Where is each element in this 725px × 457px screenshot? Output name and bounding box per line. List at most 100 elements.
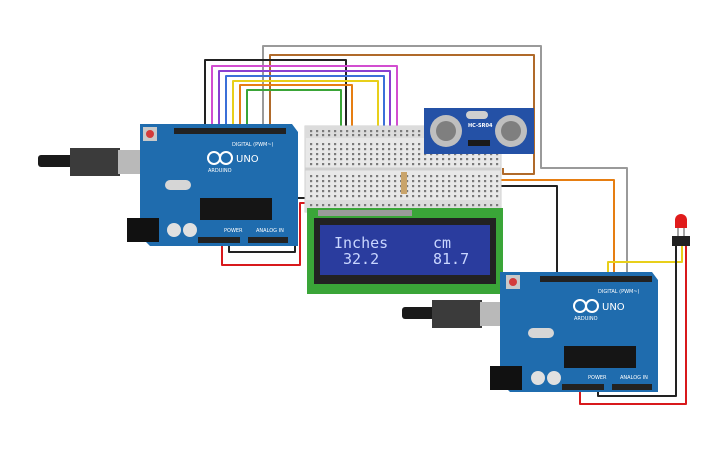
hc-sr04-sensor[interactable]: HC-SR04: [424, 108, 534, 154]
breadboard-hole[interactable]: [472, 158, 475, 161]
breadboard-hole[interactable]: [478, 158, 481, 161]
breadboard-hole[interactable]: [358, 175, 361, 178]
breadboard-hole[interactable]: [358, 185, 361, 188]
breadboard-hole[interactable]: [340, 175, 343, 178]
arduino-uno-left[interactable]: DIGITAL (PWM~) UNO ARDUINO POWER ANALOG …: [38, 124, 298, 246]
breadboard-hole[interactable]: [412, 148, 415, 151]
breadboard-hole[interactable]: [418, 153, 421, 156]
breadboard-hole[interactable]: [334, 195, 337, 198]
breadboard-hole[interactable]: [418, 158, 421, 161]
breadboard-hole[interactable]: [436, 175, 439, 178]
breadboard-hole[interactable]: [358, 148, 361, 151]
breadboard-hole[interactable]: [484, 158, 487, 161]
breadboard-hole[interactable]: [310, 175, 313, 178]
breadboard-hole[interactable]: [394, 163, 397, 166]
breadboard-hole[interactable]: [406, 175, 409, 178]
breadboard-hole[interactable]: [406, 204, 409, 207]
breadboard-hole[interactable]: [340, 153, 343, 156]
breadboard-hole[interactable]: [454, 185, 457, 188]
breadboard-hole[interactable]: [316, 180, 319, 183]
breadboard-hole[interactable]: [376, 190, 379, 193]
breadboard-hole[interactable]: [340, 134, 343, 137]
breadboard-hole[interactable]: [394, 185, 397, 188]
breadboard-hole[interactable]: [442, 204, 445, 207]
breadboard-hole[interactable]: [490, 163, 493, 166]
breadboard-hole[interactable]: [442, 175, 445, 178]
breadboard-hole[interactable]: [400, 204, 403, 207]
breadboard-hole[interactable]: [490, 185, 493, 188]
breadboard-hole[interactable]: [448, 180, 451, 183]
breadboard-hole[interactable]: [322, 204, 325, 207]
breadboard-hole[interactable]: [340, 163, 343, 166]
breadboard-hole[interactable]: [406, 148, 409, 151]
breadboard-hole[interactable]: [466, 163, 469, 166]
breadboard-hole[interactable]: [394, 158, 397, 161]
breadboard-hole[interactable]: [466, 190, 469, 193]
breadboard-hole[interactable]: [322, 148, 325, 151]
breadboard-hole[interactable]: [430, 180, 433, 183]
breadboard-hole[interactable]: [358, 190, 361, 193]
breadboard-hole[interactable]: [352, 190, 355, 193]
breadboard-hole[interactable]: [316, 148, 319, 151]
breadboard-hole[interactable]: [394, 153, 397, 156]
breadboard-hole[interactable]: [472, 185, 475, 188]
breadboard-hole[interactable]: [352, 185, 355, 188]
breadboard-hole[interactable]: [376, 180, 379, 183]
breadboard-hole[interactable]: [496, 153, 499, 156]
breadboard-hole[interactable]: [370, 153, 373, 156]
breadboard-hole[interactable]: [388, 130, 391, 133]
breadboard-hole[interactable]: [388, 195, 391, 198]
breadboard-hole[interactable]: [466, 175, 469, 178]
breadboard-hole[interactable]: [436, 185, 439, 188]
breadboard-hole[interactable]: [394, 130, 397, 133]
breadboard-hole[interactable]: [328, 163, 331, 166]
breadboard-hole[interactable]: [328, 204, 331, 207]
breadboard-hole[interactable]: [436, 163, 439, 166]
breadboard-hole[interactable]: [490, 153, 493, 156]
breadboard-hole[interactable]: [460, 175, 463, 178]
red-led[interactable]: [672, 214, 690, 246]
breadboard-hole[interactable]: [424, 163, 427, 166]
breadboard-hole[interactable]: [388, 180, 391, 183]
breadboard-hole[interactable]: [412, 185, 415, 188]
breadboard-hole[interactable]: [346, 175, 349, 178]
breadboard-hole[interactable]: [388, 148, 391, 151]
breadboard-hole[interactable]: [418, 148, 421, 151]
breadboard-hole[interactable]: [454, 180, 457, 183]
breadboard-hole[interactable]: [310, 204, 313, 207]
breadboard-hole[interactable]: [436, 180, 439, 183]
breadboard-hole[interactable]: [430, 175, 433, 178]
breadboard-hole[interactable]: [484, 180, 487, 183]
breadboard-hole[interactable]: [472, 190, 475, 193]
breadboard-hole[interactable]: [370, 180, 373, 183]
breadboard-hole[interactable]: [490, 175, 493, 178]
breadboard-hole[interactable]: [418, 143, 421, 146]
breadboard-hole[interactable]: [418, 185, 421, 188]
breadboard-hole[interactable]: [382, 158, 385, 161]
breadboard-hole[interactable]: [472, 175, 475, 178]
breadboard-hole[interactable]: [322, 163, 325, 166]
breadboard-hole[interactable]: [442, 185, 445, 188]
breadboard-hole[interactable]: [328, 130, 331, 133]
breadboard-hole[interactable]: [472, 153, 475, 156]
breadboard-hole[interactable]: [424, 204, 427, 207]
breadboard-hole[interactable]: [310, 185, 313, 188]
breadboard-hole[interactable]: [412, 134, 415, 137]
breadboard-hole[interactable]: [358, 130, 361, 133]
breadboard-hole[interactable]: [496, 185, 499, 188]
breadboard-hole[interactable]: [316, 190, 319, 193]
breadboard-hole[interactable]: [340, 130, 343, 133]
breadboard-hole[interactable]: [448, 158, 451, 161]
breadboard-hole[interactable]: [316, 130, 319, 133]
breadboard-hole[interactable]: [346, 153, 349, 156]
breadboard-hole[interactable]: [328, 185, 331, 188]
breadboard-hole[interactable]: [460, 153, 463, 156]
breadboard-hole[interactable]: [430, 163, 433, 166]
breadboard-hole[interactable]: [448, 195, 451, 198]
breadboard-hole[interactable]: [376, 204, 379, 207]
breadboard-hole[interactable]: [358, 204, 361, 207]
breadboard-hole[interactable]: [340, 185, 343, 188]
breadboard-hole[interactable]: [370, 134, 373, 137]
breadboard-hole[interactable]: [448, 153, 451, 156]
breadboard-hole[interactable]: [454, 190, 457, 193]
